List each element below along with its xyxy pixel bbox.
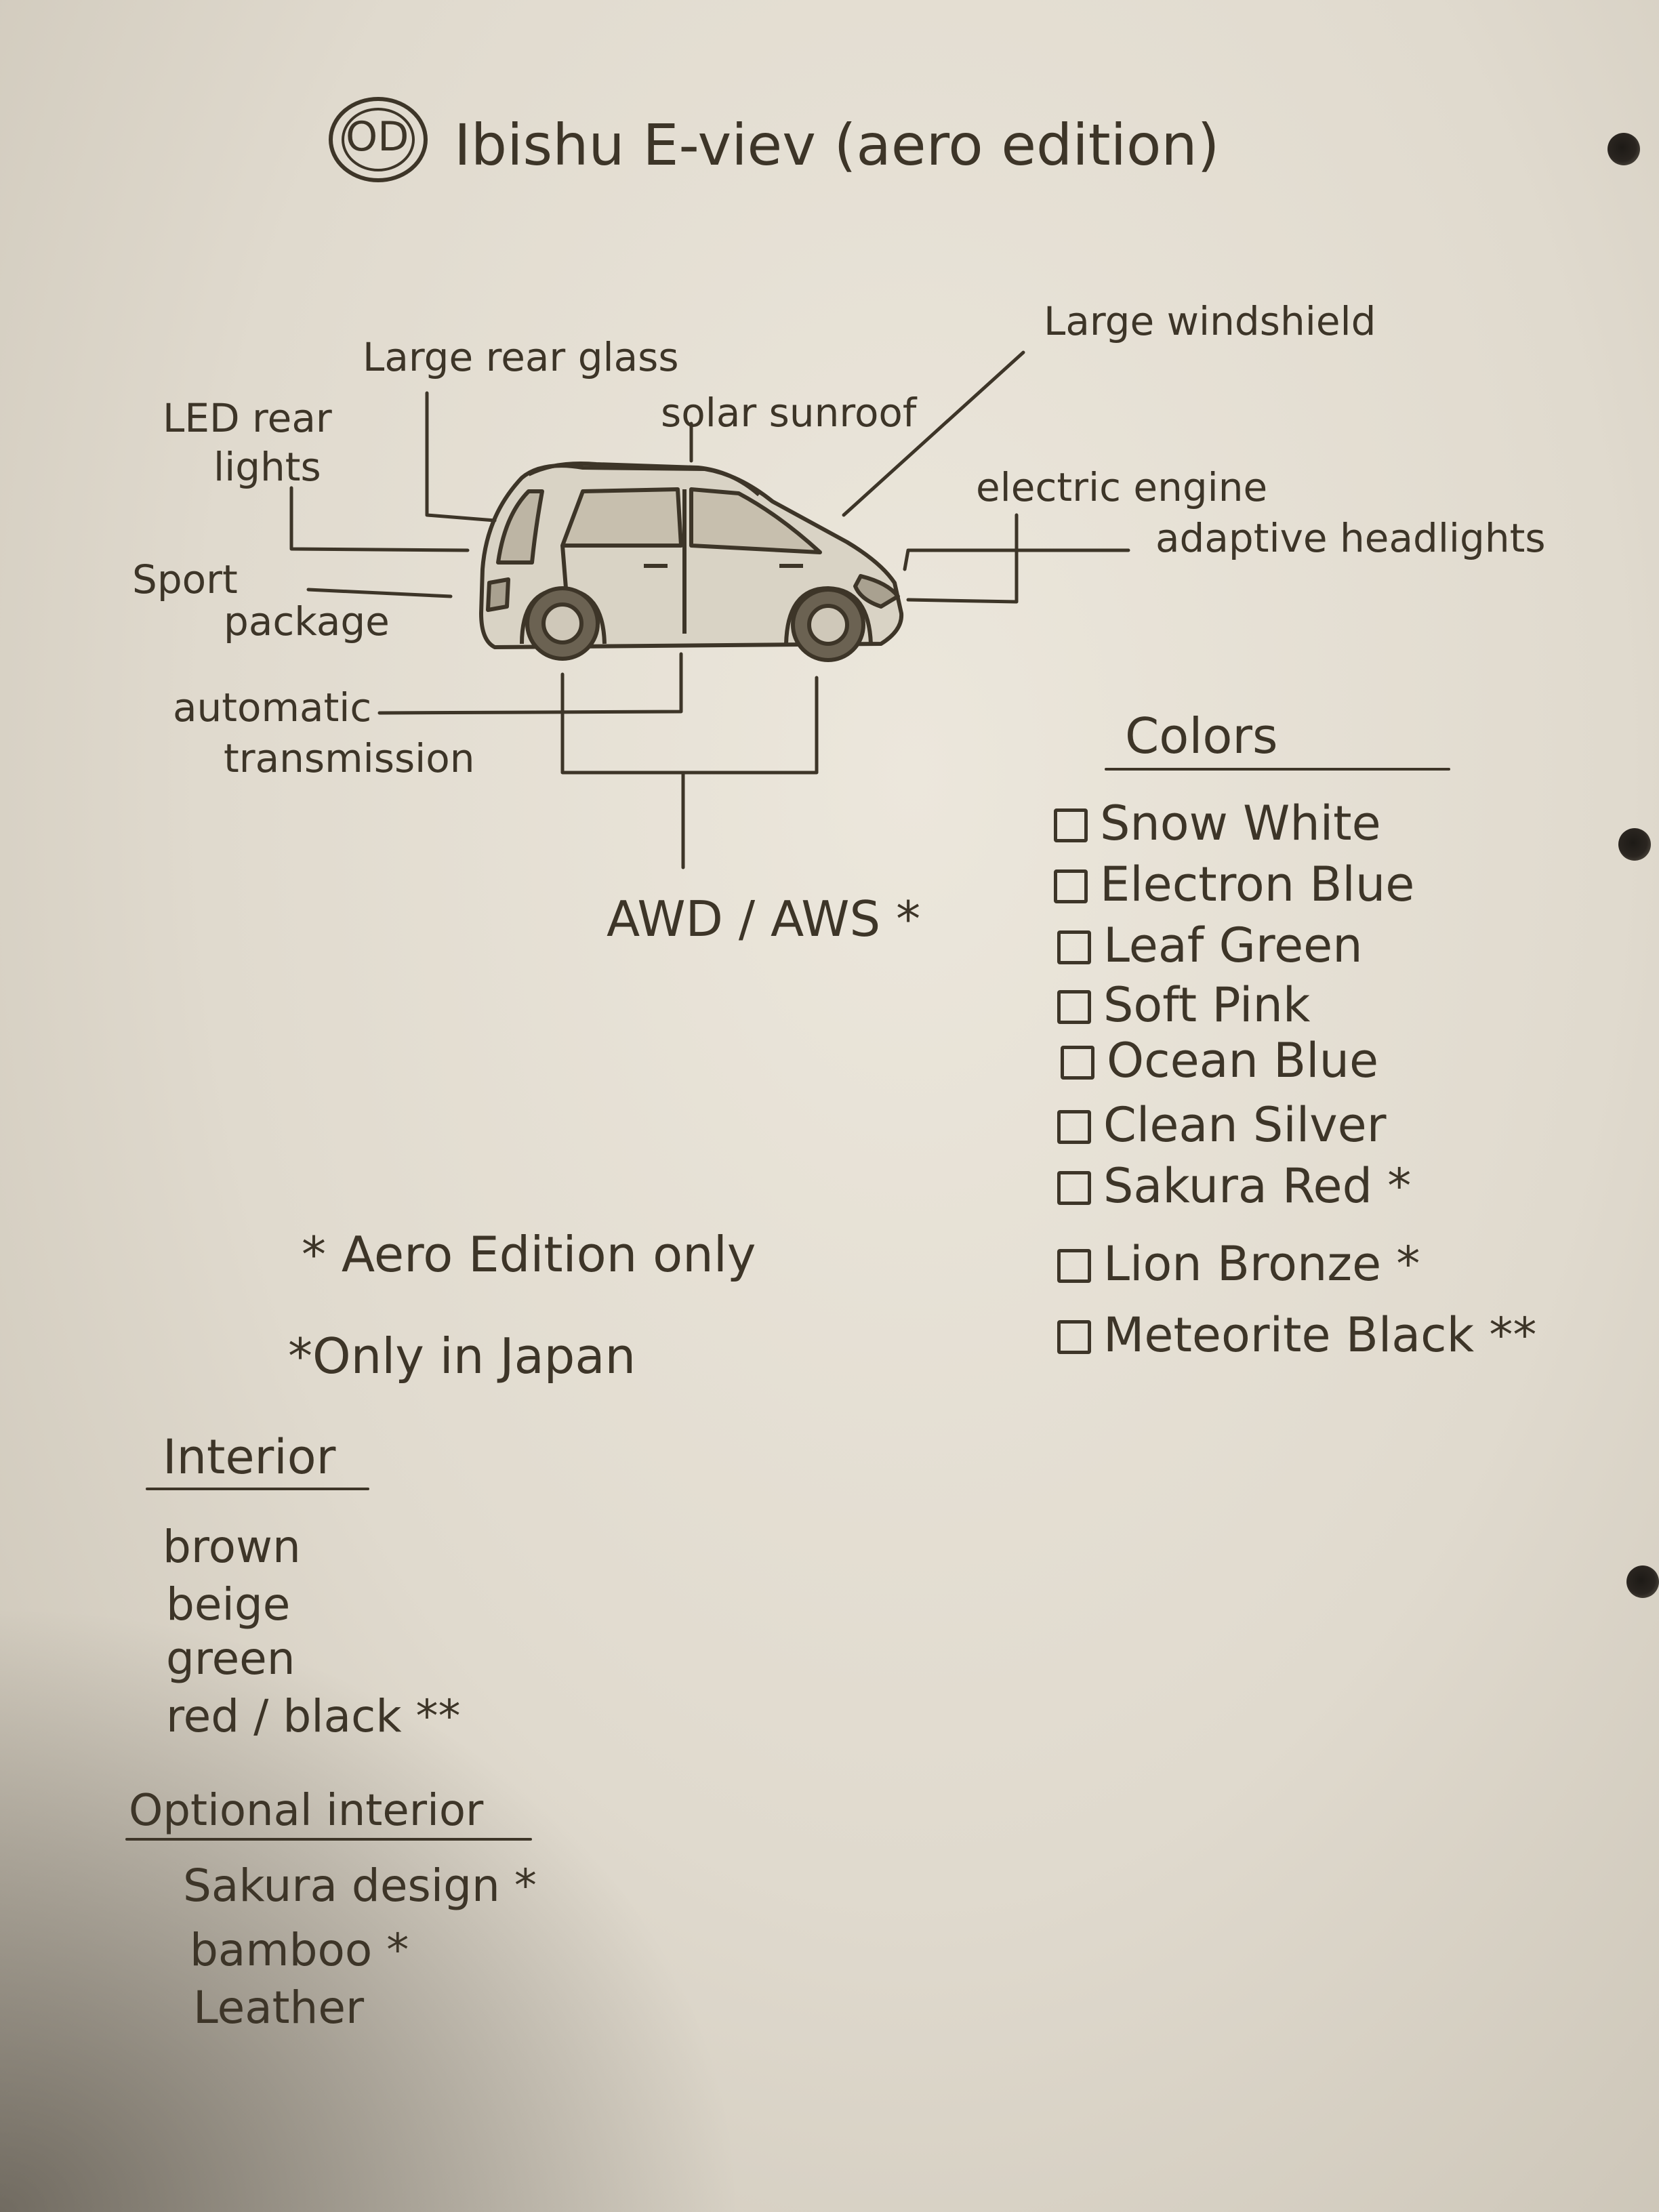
color-option-meteorite-black: Meteorite Black **	[1057, 1311, 1536, 1359]
label-sport-package-line1: Sport	[132, 556, 238, 602]
label-large-windshield: Large windshield	[1044, 298, 1376, 344]
color-option-sakura-red: Sakura Red *	[1057, 1162, 1411, 1210]
optional-interior-item: Sakura design *	[183, 1860, 537, 1912]
binder-hole-middle	[1618, 828, 1651, 861]
page-title: Ibishu E-viev (aero edition)	[454, 112, 1220, 178]
optional-interior-item: bamboo *	[190, 1924, 409, 1976]
optional-interior-heading-underline	[125, 1838, 532, 1841]
note-aero-edition-only: * Aero Edition only	[302, 1226, 756, 1283]
color-option-lion-bronze: Lion Bronze *	[1057, 1240, 1420, 1288]
color-option-clean-silver: Clean Silver	[1057, 1101, 1387, 1149]
label-automatic-transmission-line1: automatic	[173, 684, 372, 731]
interior-heading-underline	[146, 1488, 369, 1490]
checkbox-icon	[1057, 1110, 1091, 1144]
note-only-in-japan: *Only in Japan	[288, 1328, 636, 1385]
binder-hole-top	[1607, 133, 1640, 165]
optional-interior-item: Leather	[193, 1982, 365, 2034]
optional-interior-heading: Optional interior	[129, 1786, 484, 1836]
label-awd-aws: AWD / AWS *	[607, 890, 921, 947]
colors-heading-underline	[1105, 768, 1450, 771]
interior-item: brown	[163, 1521, 301, 1573]
label-electric-engine: electric engine	[976, 464, 1268, 510]
checkbox-icon	[1054, 808, 1088, 842]
checkbox-icon	[1061, 1046, 1094, 1080]
checkbox-icon	[1057, 1171, 1091, 1205]
checkbox-icon	[1057, 930, 1091, 964]
logo-letters: OD	[346, 113, 409, 161]
color-option-soft-pink: Soft Pink	[1057, 981, 1310, 1029]
interior-item: green	[166, 1633, 295, 1685]
label-adaptive-headlights: adaptive headlights	[1155, 515, 1546, 561]
colors-heading: Colors	[1125, 708, 1278, 764]
label-solar-sunroof: solar sunroof	[661, 390, 917, 436]
color-option-leaf-green: Leaf Green	[1057, 922, 1363, 969]
label-large-rear-glass: Large rear glass	[363, 334, 679, 380]
interior-item: beige	[166, 1578, 291, 1631]
label-sport-package-line2: package	[224, 598, 390, 644]
checkbox-icon	[1054, 869, 1088, 903]
color-option-snow-white: Snow White	[1054, 800, 1381, 847]
checkbox-icon	[1057, 990, 1091, 1024]
label-led-rear-lights-line2: lights	[213, 444, 321, 490]
label-led-rear-lights-line1: LED rear	[163, 395, 332, 441]
checkbox-icon	[1057, 1320, 1091, 1354]
label-automatic-transmission-line2: transmission	[224, 735, 475, 781]
interior-heading: Interior	[163, 1429, 336, 1485]
interior-item: red / black **	[166, 1690, 461, 1742]
binder-hole-bottom	[1626, 1565, 1659, 1598]
color-option-electron-blue: Electron Blue	[1054, 861, 1414, 908]
color-option-ocean-blue: Ocean Blue	[1061, 1037, 1378, 1084]
checkbox-icon	[1057, 1249, 1091, 1283]
